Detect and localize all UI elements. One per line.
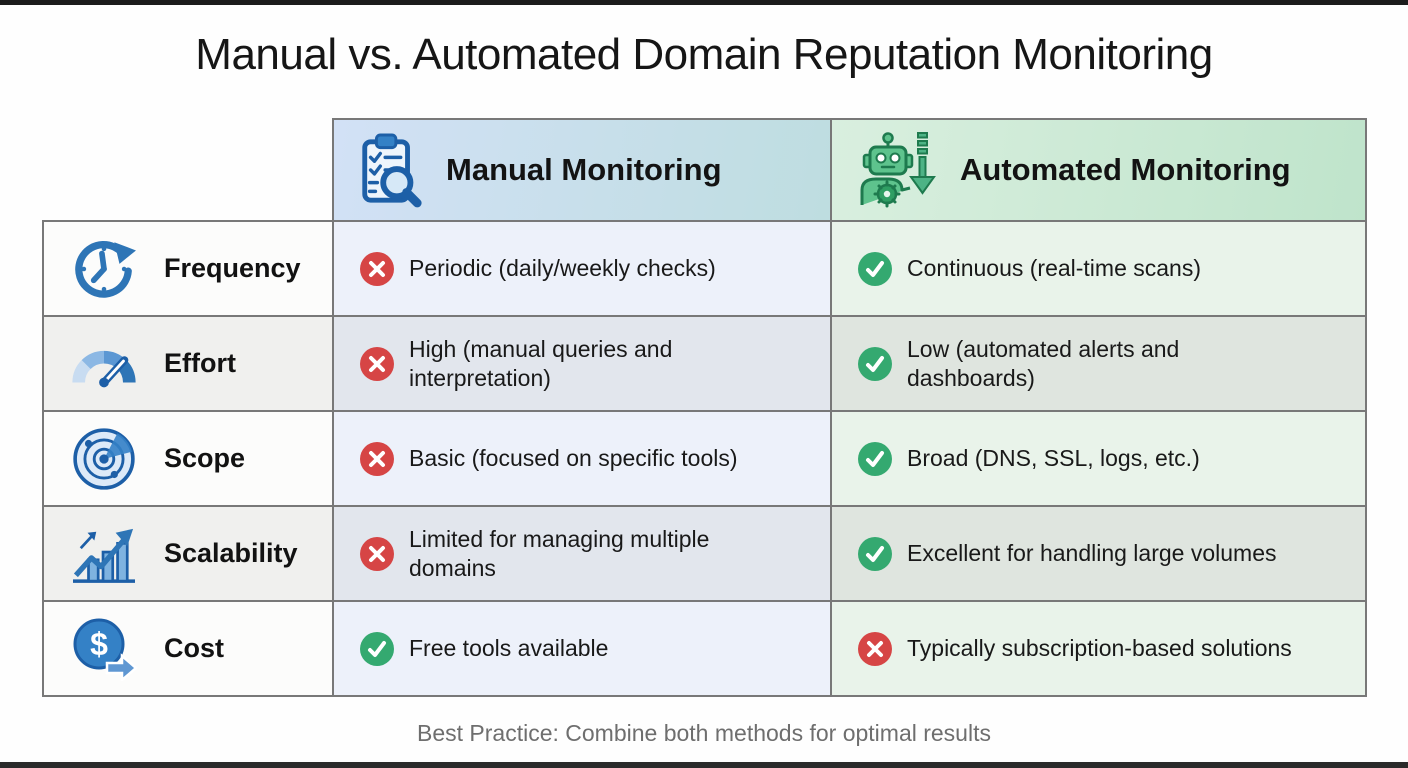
criterion-label: Cost xyxy=(164,633,224,663)
status-badge xyxy=(858,251,892,286)
cell-scalability-manual: Limited for managing multiple domains xyxy=(332,505,832,602)
svg-text:$: $ xyxy=(90,626,108,662)
manual-column-header: Manual Monitoring xyxy=(332,118,832,222)
status-badge xyxy=(360,441,394,476)
best-practice-note: Best Practice: Combine both methods for … xyxy=(417,720,991,746)
criterion-cell: Effort xyxy=(42,315,334,412)
x-icon xyxy=(867,640,883,657)
header-row: Manual Monitoring xyxy=(43,118,1367,222)
cell-frequency-automated: Continuous (real-time scans) xyxy=(830,220,1367,317)
cell-cost-manual: Free tools available xyxy=(332,600,832,697)
corner-cell xyxy=(43,119,333,221)
criterion-label: Effort xyxy=(164,348,236,378)
clipboard-search-icon xyxy=(356,131,426,209)
check-icon xyxy=(866,450,884,467)
cell-text: Limited for managing multiple domains xyxy=(409,525,710,581)
table-row-effort: Effort High (manual queries and interpre… xyxy=(42,315,1367,412)
check-icon xyxy=(866,260,884,277)
criterion-cell: $ Cost xyxy=(42,600,334,697)
x-icon xyxy=(369,545,385,562)
status-badge xyxy=(858,631,892,666)
cell-text: Typically subscription-based solutions xyxy=(907,635,1292,662)
automated-column-header: Automated Monitoring xyxy=(830,118,1367,222)
x-icon xyxy=(369,260,385,277)
check-icon xyxy=(368,640,386,657)
manual-column-label: Manual Monitoring xyxy=(446,152,722,187)
cell-text: High (manual queries and interpretation) xyxy=(409,335,673,391)
status-badge xyxy=(360,251,394,286)
status-badge xyxy=(360,346,394,381)
criterion-cell: Frequency xyxy=(42,220,334,317)
table-row-scope: Scope Basic (focused on specific tools) xyxy=(42,410,1367,507)
cell-text: Continuous (real-time scans) xyxy=(907,255,1202,282)
status-badge xyxy=(360,536,394,571)
cell-scope-automated: Broad (DNS, SSL, logs, etc.) xyxy=(830,410,1367,507)
criterion-label: Scalability xyxy=(164,538,298,568)
criterion-cell: Scope xyxy=(42,410,334,507)
top-edge-bar xyxy=(0,0,1408,5)
clock-history-icon xyxy=(68,236,140,302)
check-icon xyxy=(866,545,884,562)
cell-frequency-manual: Periodic (daily/weekly checks) xyxy=(332,220,832,317)
gauge-icon xyxy=(68,339,140,389)
status-badge xyxy=(858,346,892,381)
criterion-cell: Scalability xyxy=(42,505,334,602)
check-icon xyxy=(866,355,884,372)
cell-text: Periodic (daily/weekly checks) xyxy=(409,255,716,282)
comparison-table: Manual Monitoring xyxy=(42,118,1367,697)
cell-scope-manual: Basic (focused on specific tools) xyxy=(332,410,832,507)
table-row-scalability: Scalability Limited for managing multipl… xyxy=(42,505,1367,602)
x-icon xyxy=(369,450,385,467)
radar-icon xyxy=(68,426,140,492)
cell-scalability-automated: Excellent for handling large volumes xyxy=(830,505,1367,602)
growth-chart-icon xyxy=(68,523,140,585)
cell-text: Basic (focused on specific tools) xyxy=(409,445,738,472)
cell-text: Low (automated alerts and dashboards) xyxy=(907,335,1180,391)
criterion-label: Scope xyxy=(164,443,246,473)
bottom-edge-bar xyxy=(0,762,1408,768)
page-title: Manual vs. Automated Domain Reputation M… xyxy=(195,30,1213,79)
table-row-frequency: Frequency Periodic (daily/weekly checks) xyxy=(42,220,1367,317)
cell-effort-automated: Low (automated alerts and dashboards) xyxy=(830,315,1367,412)
cell-effort-manual: High (manual queries and interpretation) xyxy=(332,315,832,412)
cell-cost-automated: Typically subscription-based solutions xyxy=(830,600,1367,697)
dollar-transfer-icon: $ xyxy=(68,617,140,681)
cell-text: Free tools available xyxy=(409,635,609,662)
table-row-cost: $ Cost Free tools available xyxy=(42,600,1367,697)
robot-download-icon xyxy=(854,131,940,209)
automated-column-label: Automated Monitoring xyxy=(960,152,1291,187)
status-badge xyxy=(360,631,394,666)
criterion-label: Frequency xyxy=(164,253,301,283)
status-badge xyxy=(858,536,892,571)
status-badge xyxy=(858,441,892,476)
cell-text: Excellent for handling large volumes xyxy=(907,540,1277,567)
x-icon xyxy=(369,355,385,372)
cell-text: Broad (DNS, SSL, logs, etc.) xyxy=(907,445,1200,472)
